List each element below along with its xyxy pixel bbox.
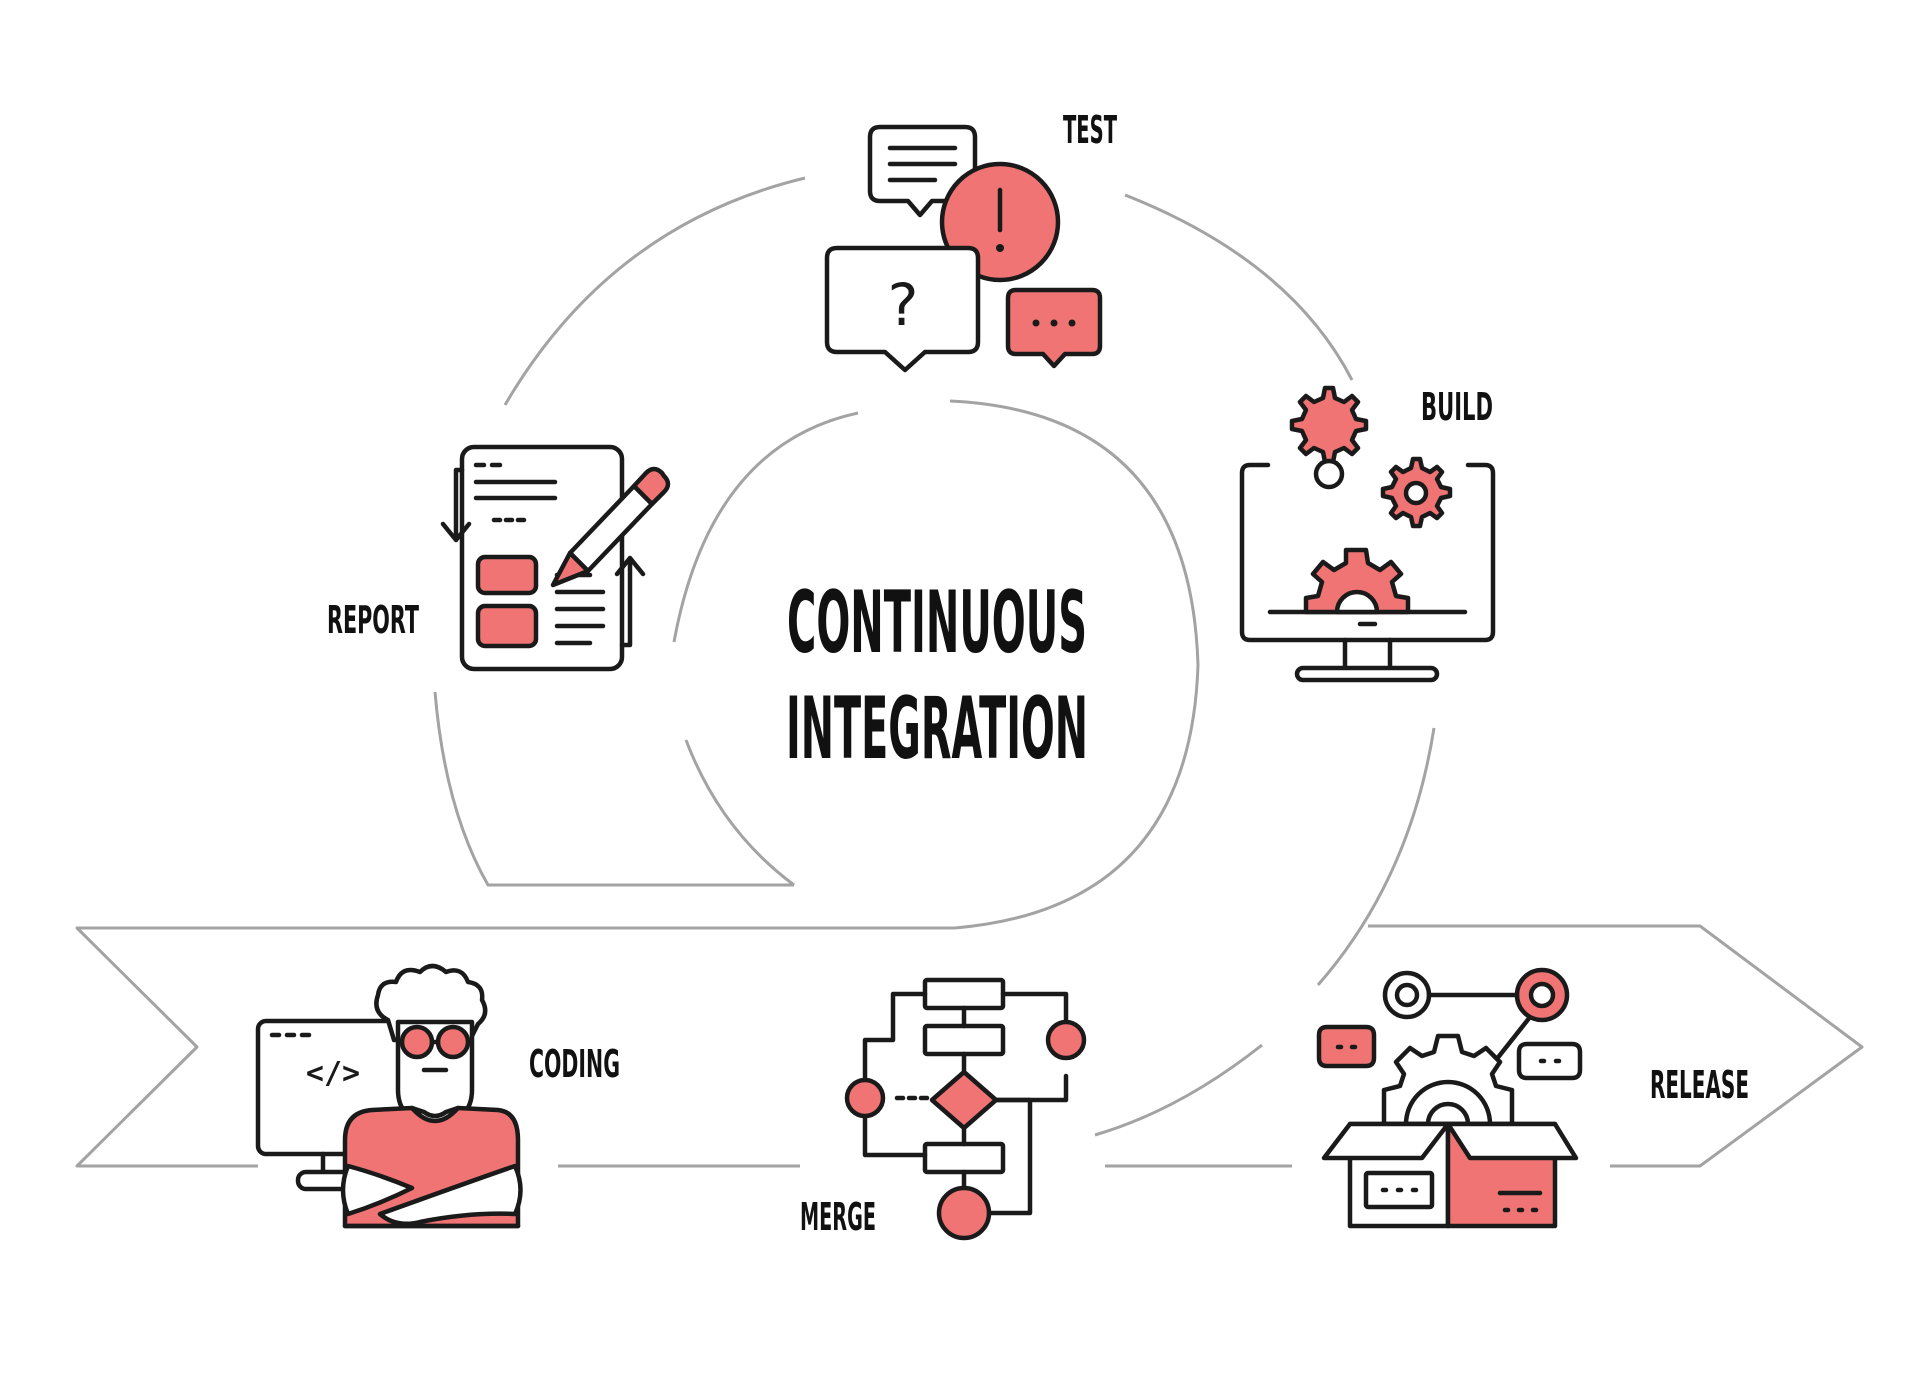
code-glyph: </>	[306, 1056, 360, 1091]
title-line-1: CONTINUOUS	[787, 573, 1087, 673]
outer-arc-top-left	[503, 176, 806, 406]
outer-arc-right	[1316, 727, 1436, 986]
open-box-gear-icon	[1316, 967, 1583, 1229]
label-merge: MERGE	[800, 1195, 876, 1239]
speech-bubbles-icon: ?	[824, 124, 1103, 373]
label-build: BUILD	[1421, 385, 1493, 429]
band-arrow-right	[1368, 924, 1864, 1168]
center-title: CONTINUOUS INTEGRATION	[786, 573, 1088, 779]
gear-icon	[1289, 385, 1369, 490]
outer-arc-lower-right	[1094, 1043, 1263, 1137]
gear-icon	[1380, 456, 1453, 529]
inner-arc-right	[949, 399, 1200, 930]
title-line-2: INTEGRATION	[786, 679, 1088, 779]
flowchart-icon	[844, 977, 1087, 1241]
outer-arc-left-bottom	[433, 691, 794, 887]
label-test: TEST	[1063, 108, 1117, 152]
inner-arc-top-left	[672, 411, 859, 643]
monitor-gears-icon	[1239, 385, 1496, 683]
band-top-line	[75, 926, 955, 1168]
flow-lines	[75, 176, 1864, 1168]
question-glyph: ?	[888, 271, 919, 339]
outer-arc-top-right	[1124, 193, 1354, 381]
label-report: REPORT	[327, 598, 419, 642]
label-coding: CODING	[529, 1042, 620, 1086]
developer-icon: </>	[255, 963, 523, 1229]
inner-arc-left	[684, 739, 795, 887]
label-release: RELEASE	[1650, 1063, 1749, 1107]
document-pencil-icon	[440, 444, 671, 672]
